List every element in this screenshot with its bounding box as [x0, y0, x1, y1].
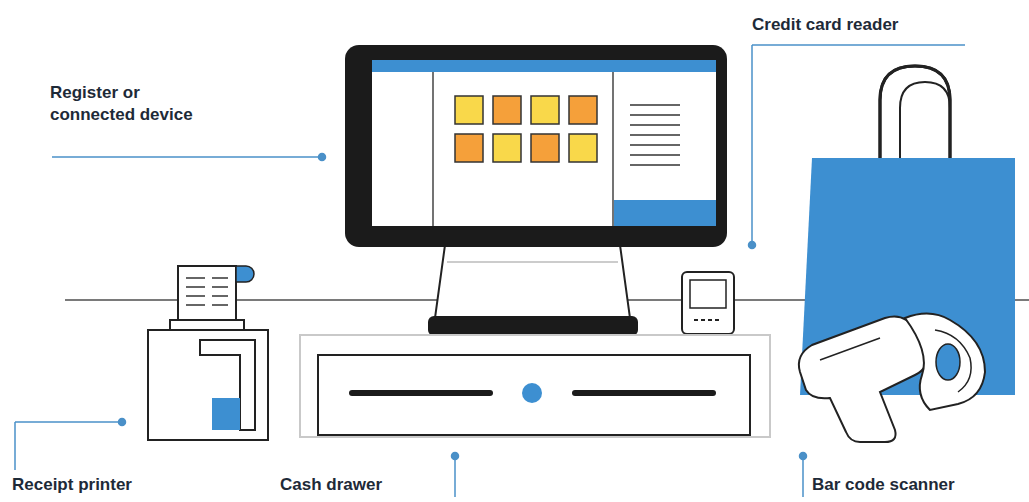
receipt-printer	[148, 266, 268, 440]
printer-label: Receipt printer	[12, 474, 132, 496]
scanner-label: Bar code scanner	[812, 474, 955, 496]
card-reader-label: Credit card reader	[752, 14, 898, 36]
card-reader	[682, 272, 734, 334]
barcode-scanner	[799, 313, 985, 442]
drawer-label: Cash drawer	[280, 474, 382, 496]
leader-lines	[15, 45, 965, 497]
cash-drawer	[300, 335, 770, 437]
register-label: Register or connected device	[50, 82, 215, 126]
register-monitor	[345, 45, 727, 336]
